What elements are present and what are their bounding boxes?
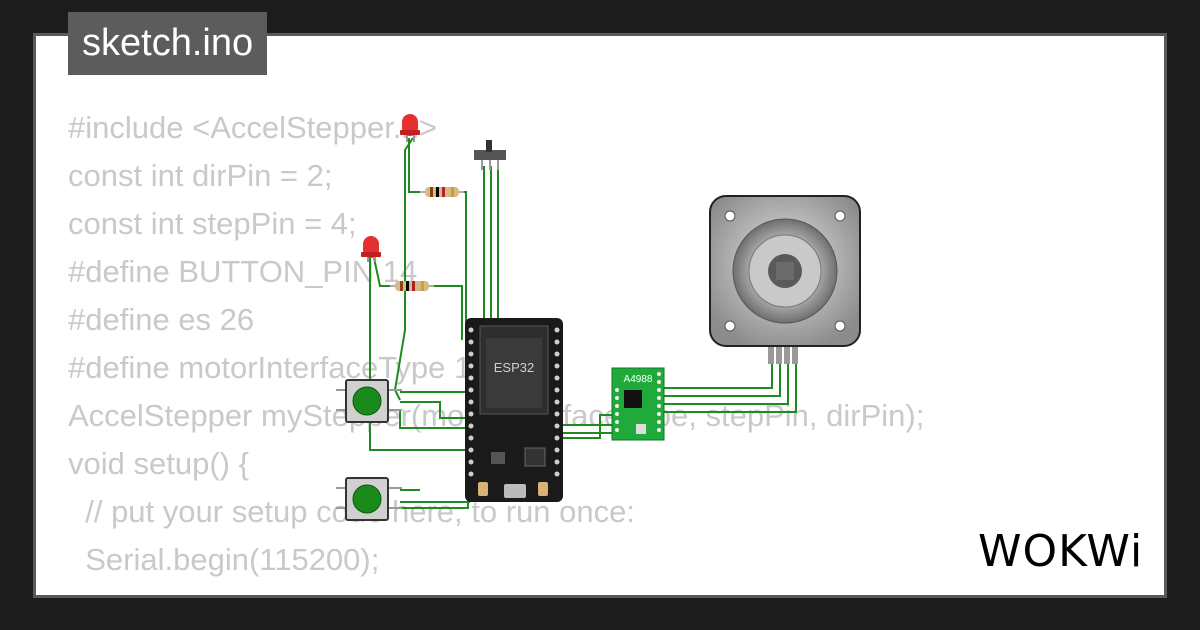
a4988-driver[interactable]: A4988: [611, 367, 665, 441]
led-red-2[interactable]: [361, 236, 381, 262]
code-line: Serial.begin(115200);: [68, 542, 380, 577]
driver-label: A4988: [624, 374, 653, 385]
push-button-2[interactable]: [336, 477, 402, 521]
stepper-motor[interactable]: [709, 195, 861, 364]
code-line: #define BUTTON_PIN 14: [68, 254, 418, 289]
esp32-board[interactable]: ESP32: [465, 318, 563, 502]
code-line: const int dirPin = 2;: [68, 158, 333, 193]
code-line: void setup() {: [68, 446, 249, 481]
esp32-label: ESP32: [494, 360, 534, 375]
preview-card: #include <AccelStepper.h> const int dirPi…: [33, 33, 1167, 598]
slide-switch[interactable]: [474, 140, 506, 170]
file-tab[interactable]: sketch.ino: [68, 12, 268, 75]
code-line: #define es 26: [68, 302, 255, 337]
resistor-1[interactable]: [420, 187, 464, 197]
code-line: #define motorInterfaceType 1: [68, 350, 472, 385]
led-red-1[interactable]: [400, 114, 420, 142]
code-line: const int stepPin = 4;: [68, 206, 357, 241]
push-button-1[interactable]: [336, 379, 402, 423]
code-line: #include <AccelStepper.h>: [68, 110, 437, 145]
resistor-2[interactable]: [390, 281, 434, 291]
wokwi-logo[interactable]: WOKWi: [978, 526, 1144, 577]
